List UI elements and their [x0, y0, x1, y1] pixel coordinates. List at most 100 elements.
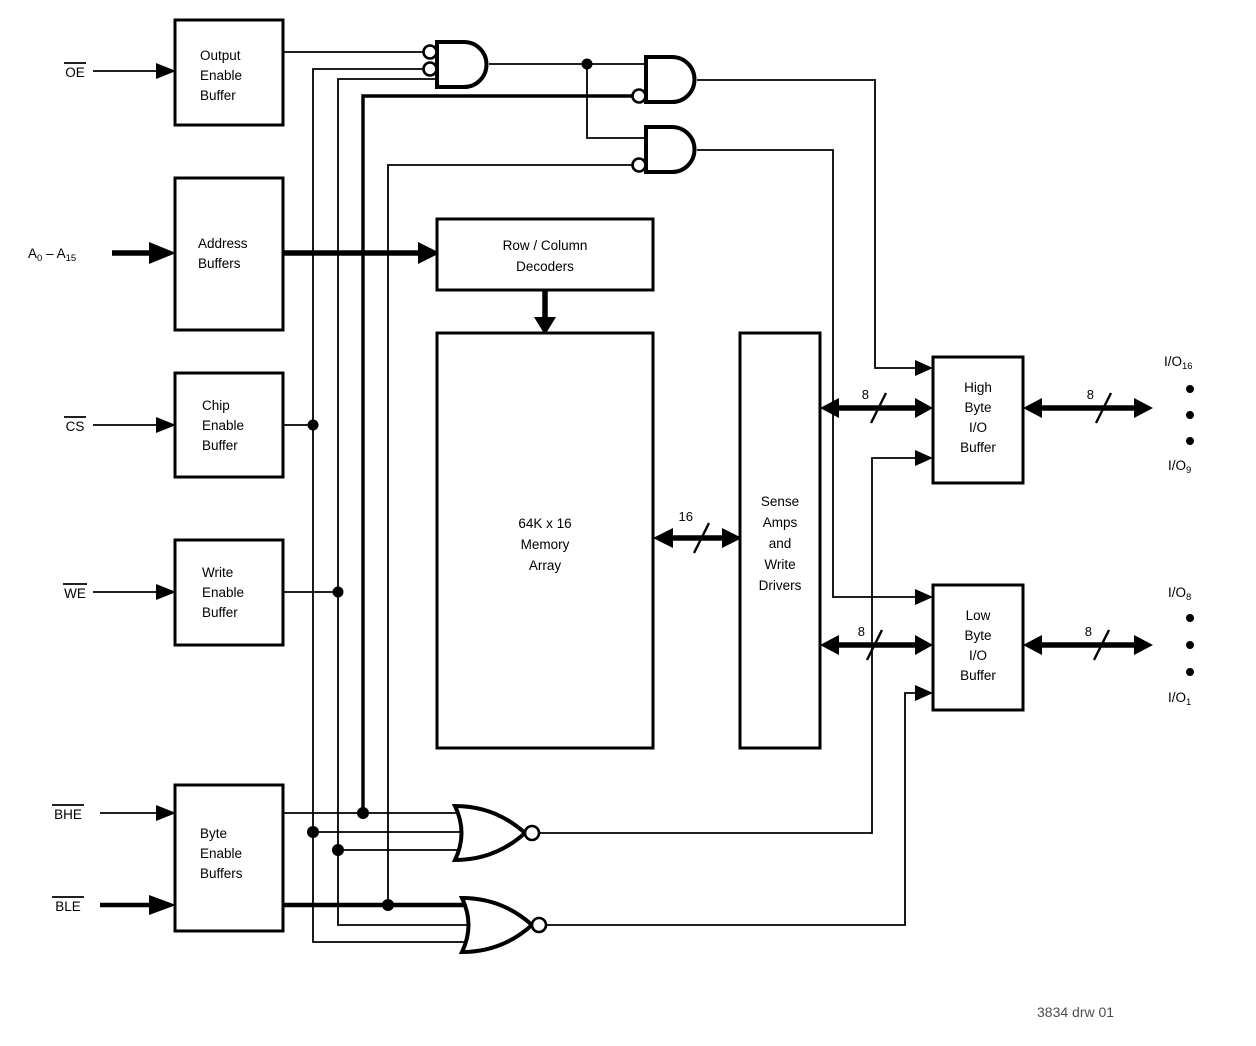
block-outline	[738, 331, 822, 750]
bus-width-slash	[1094, 392, 1113, 424]
junction-dot	[357, 807, 369, 819]
byte-enable-buffers-block: Byte Enable Buffers	[173, 783, 285, 933]
nor-gate-body	[451, 803, 528, 863]
ellipsis-dot	[1186, 437, 1194, 445]
nor-gate-high-byte-write	[451, 803, 541, 863]
high-byte-pins: I/O16 I/O9	[1164, 354, 1194, 476]
block-label-line: I/O	[969, 420, 987, 435]
and-gate-body	[644, 55, 697, 104]
block-label-line: Chip	[202, 398, 230, 413]
block-label-line: Buffers	[200, 866, 243, 881]
block-label-line: Low	[966, 608, 991, 623]
block-label-line: Address	[198, 236, 248, 251]
signal-text: WE	[64, 586, 86, 601]
function-blocks: Output Enable Buffer Address Buffers Chi…	[173, 18, 1025, 933]
bus-sense-lowbyte: 8	[820, 624, 933, 661]
block-label-line: Write	[764, 557, 795, 572]
signal-text: BHE	[54, 807, 82, 822]
and-gate-body	[644, 125, 697, 174]
bus-width-slash	[869, 392, 888, 424]
wire-gate3-to-lowbyte	[697, 149, 916, 598]
bus-width-slash	[692, 522, 711, 554]
addr-arrowhead	[149, 242, 176, 264]
ellipsis-dot	[1186, 668, 1194, 676]
block-label-line: and	[769, 536, 792, 551]
and-gate-read-enable	[422, 40, 489, 89]
junction-dot	[332, 586, 344, 598]
io-pin-label-low-top: I/O8	[1168, 585, 1191, 603]
block-label-line: Memory	[521, 537, 570, 552]
block-label-line: Drivers	[759, 578, 802, 593]
bus-memory-sense: 16	[653, 509, 742, 554]
row-column-decoders-block: Row / Column Decoders	[435, 217, 655, 292]
signal-text: CS	[66, 419, 85, 434]
wire-bhe-rail	[361, 94, 632, 813]
nor-gate-low-byte-write	[458, 895, 548, 955]
bus-sense-highbyte: 8	[820, 387, 933, 424]
bus-width-slash	[865, 629, 884, 661]
write-enable-buffer-block: Write Enable Buffer	[173, 538, 285, 647]
wire-gate2-to-highbyte	[697, 79, 916, 369]
junction-dot	[382, 899, 394, 911]
block-label-line: Output	[200, 48, 241, 63]
wire-nor2-to-lowbyte	[546, 692, 916, 926]
memory-array-block: 64K x 16 Memory Array	[435, 331, 655, 750]
signal-text: A0 – A15	[28, 246, 76, 264]
highbyte-we-arrowhead	[915, 450, 933, 466]
decoder-to-array-arrowhead	[534, 317, 556, 335]
block-label-line: Enable	[202, 585, 244, 600]
bus-width-label: 8	[862, 387, 869, 402]
io-pin-label-low-bottom: I/O1	[1168, 690, 1191, 708]
block-label-line: Enable	[200, 846, 242, 861]
bus-left-arrowhead	[1023, 635, 1042, 655]
low-byte-pins: I/O8 I/O1	[1168, 585, 1194, 708]
inverting-output-bubble	[523, 824, 541, 842]
signal-text: BLE	[55, 899, 81, 914]
io-pin-label-high-bottom: I/O9	[1168, 458, 1191, 476]
block-outline	[435, 331, 655, 750]
signal-text: OE	[65, 65, 85, 80]
bus-highbyte-pins: 8	[1023, 387, 1153, 424]
and-gate-body	[435, 40, 489, 89]
and-gate-low-byte-enable	[631, 125, 697, 174]
block-label-line: Buffer	[202, 605, 238, 620]
block-outline	[435, 217, 655, 292]
ellipsis-dot	[1186, 641, 1194, 649]
junction-dots	[307, 58, 593, 911]
highbyte-oe-arrowhead	[915, 360, 933, 376]
block-label-line: High	[964, 380, 992, 395]
drawing-number: 3834 drw 01	[1037, 1004, 1114, 1020]
wire-ble-rail	[387, 164, 632, 905]
and-gate-high-byte-enable	[631, 55, 697, 104]
bus-width-label: 8	[858, 624, 865, 639]
block-label-line: Byte	[964, 628, 991, 643]
we-signal-label: WE	[63, 583, 87, 601]
data-buses: 16 8 8 8	[653, 387, 1153, 661]
block-label-line: Write	[202, 565, 233, 580]
ble-arrowhead	[149, 895, 176, 915]
bhe-arrowhead	[156, 805, 176, 821]
wire-cs-rail	[312, 68, 468, 943]
nor-gate-body	[458, 895, 535, 955]
output-enable-buffer-block: Output Enable Buffer	[173, 18, 285, 127]
bus-right-arrowhead	[1134, 635, 1153, 655]
high-byte-io-buffer-block: High Byte I/O Buffer	[931, 355, 1025, 485]
addr-bus-arrowhead	[418, 242, 440, 264]
low-byte-io-buffer-block: Low Byte I/O Buffer	[931, 583, 1025, 712]
cs-arrowhead	[156, 417, 176, 433]
block-label-line: Buffer	[202, 438, 238, 453]
ble-signal-label: BLE	[52, 896, 84, 914]
bus-right-arrowhead	[915, 398, 933, 418]
input-arrows	[93, 63, 933, 915]
junction-dot	[332, 844, 344, 856]
oe-arrowhead	[156, 63, 176, 79]
oe-signal-label: OE	[64, 62, 86, 80]
block-label-line: Byte	[964, 400, 991, 415]
inverting-input-bubble	[631, 157, 647, 173]
bus-lowbyte-pins: 8	[1023, 624, 1153, 661]
block-outline	[931, 583, 1025, 712]
block-label-line: Enable	[200, 68, 242, 83]
block-outline	[173, 783, 285, 933]
